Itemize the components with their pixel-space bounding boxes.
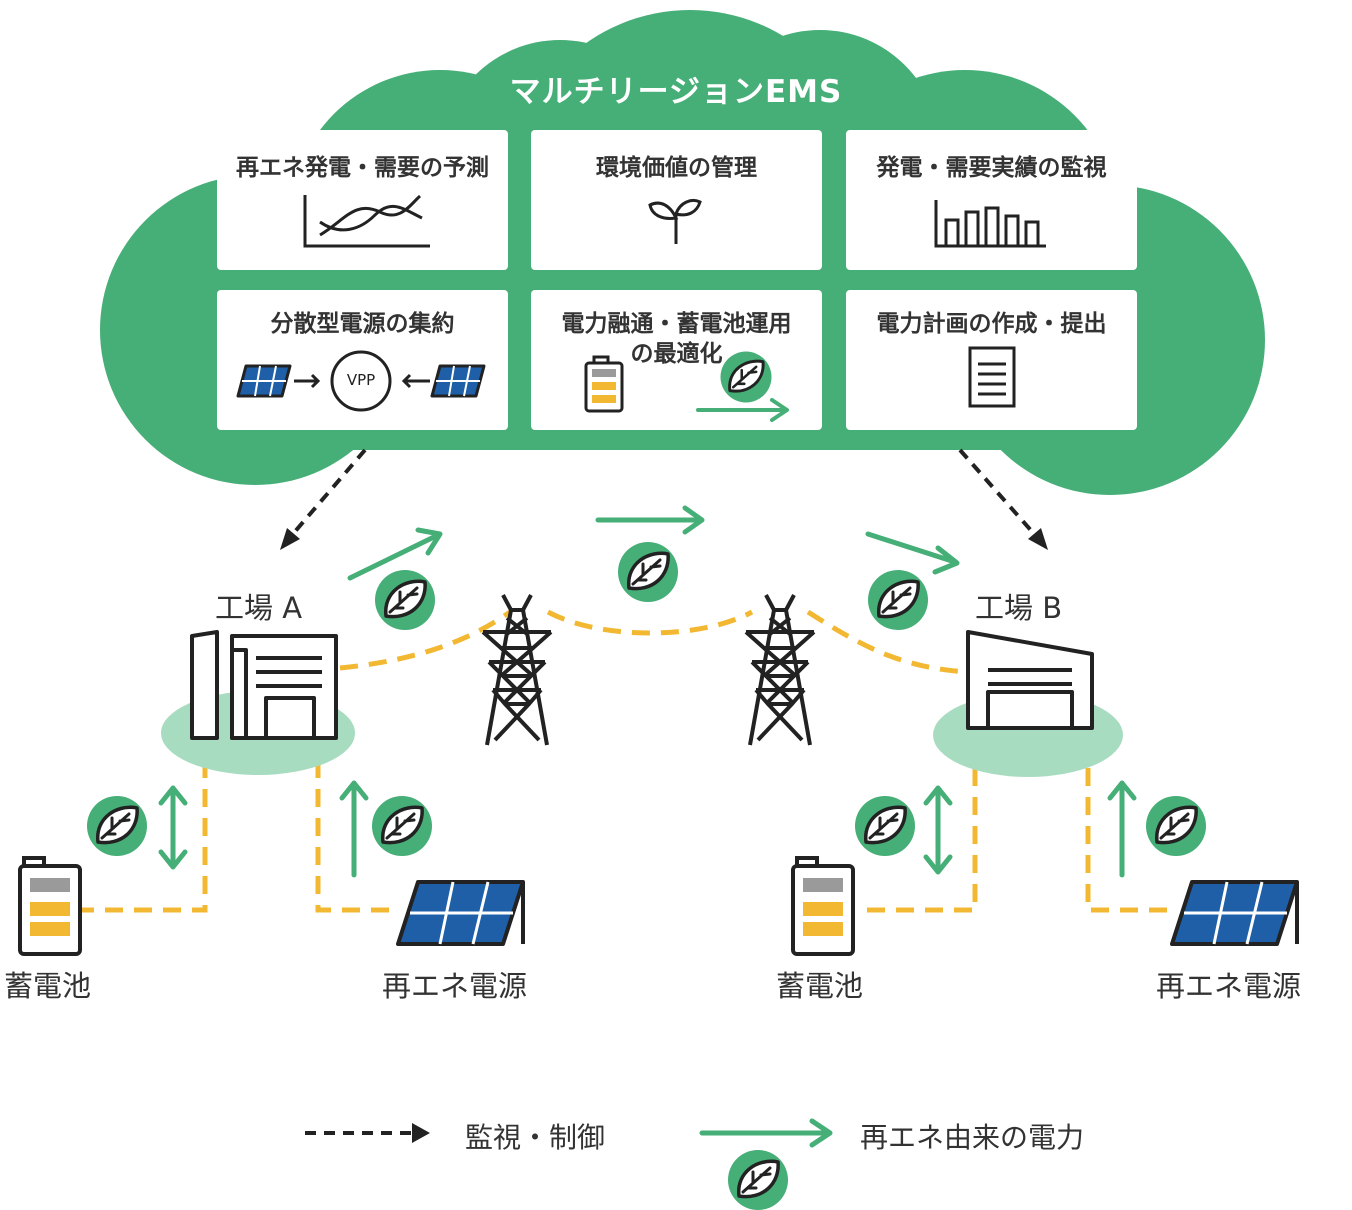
forecast-chart-icon	[303, 194, 430, 248]
battery-a-icon	[18, 856, 82, 956]
ems-card-vpp	[217, 290, 508, 430]
ems-card-forecast	[217, 130, 508, 270]
card-title-optimization-line2: の最適化	[630, 341, 723, 367]
leaf-icon	[373, 568, 437, 632]
ems-card-plan	[846, 290, 1137, 430]
transmission-tower-icon	[481, 593, 553, 747]
legend-renewable-label: 再エネ由来の電力	[860, 1121, 1085, 1154]
card-title-vpp: 分散型電源の集約	[270, 311, 455, 337]
battery-b-icon	[791, 856, 855, 956]
factory-a-label: 工場 A	[215, 591, 303, 625]
document-icon	[968, 346, 1016, 408]
ems-card-monitoring	[846, 130, 1137, 270]
battery-a-label: 蓄電池	[4, 969, 92, 1003]
transmission-tower-icon	[744, 593, 816, 747]
control-arrow-a	[280, 448, 367, 550]
solar-panel-a-icon	[396, 880, 525, 946]
leaf-icon	[616, 540, 680, 604]
solar-panel-b-icon	[1170, 880, 1299, 946]
renewable-a-label: 再エネ電源	[382, 969, 528, 1003]
leaf-icon	[85, 794, 149, 858]
battery-b-label: 蓄電池	[776, 969, 864, 1003]
card-title-environment: 環境価値の管理	[596, 155, 757, 181]
legend-control-line	[305, 1123, 430, 1143]
card-title-optimization-line1: 電力融通・蓄電池運用	[561, 311, 792, 337]
vpp-icon	[236, 350, 486, 412]
card-title-monitoring: 発電・需要実績の監視	[876, 155, 1107, 181]
control-arrow-b	[958, 448, 1048, 550]
power-line	[80, 609, 1175, 913]
renewable-b-label: 再エネ電源	[1156, 969, 1302, 1003]
ems-card-optimization	[531, 290, 822, 430]
card-title-forecast: 再エネ発電・需要の予測	[236, 155, 489, 181]
ems-title: マルチリージョンEMS	[509, 74, 843, 110]
leaf-icon	[1144, 794, 1208, 858]
factory-b-icon	[933, 630, 1123, 777]
factory-a-icon	[161, 630, 355, 775]
card-title-plan: 電力計画の作成・提出	[876, 311, 1107, 337]
leaf-icon	[370, 794, 434, 858]
leaf-icon	[853, 794, 917, 858]
leaf-icon	[866, 568, 930, 632]
sprout-icon	[648, 199, 702, 244]
leaf-icon	[726, 1148, 790, 1210]
vpp-badge: VPP	[346, 371, 376, 389]
renewable-flow-arrows	[158, 505, 1137, 878]
ems-card-environment	[531, 130, 822, 270]
factory-b-label: 工場 B	[975, 591, 1063, 625]
bar-chart-icon	[934, 200, 1046, 248]
legend-renewable-line	[699, 1118, 833, 1148]
battery-leaf-icon	[584, 350, 789, 422]
legend-control-label: 監視・制御	[465, 1121, 606, 1154]
